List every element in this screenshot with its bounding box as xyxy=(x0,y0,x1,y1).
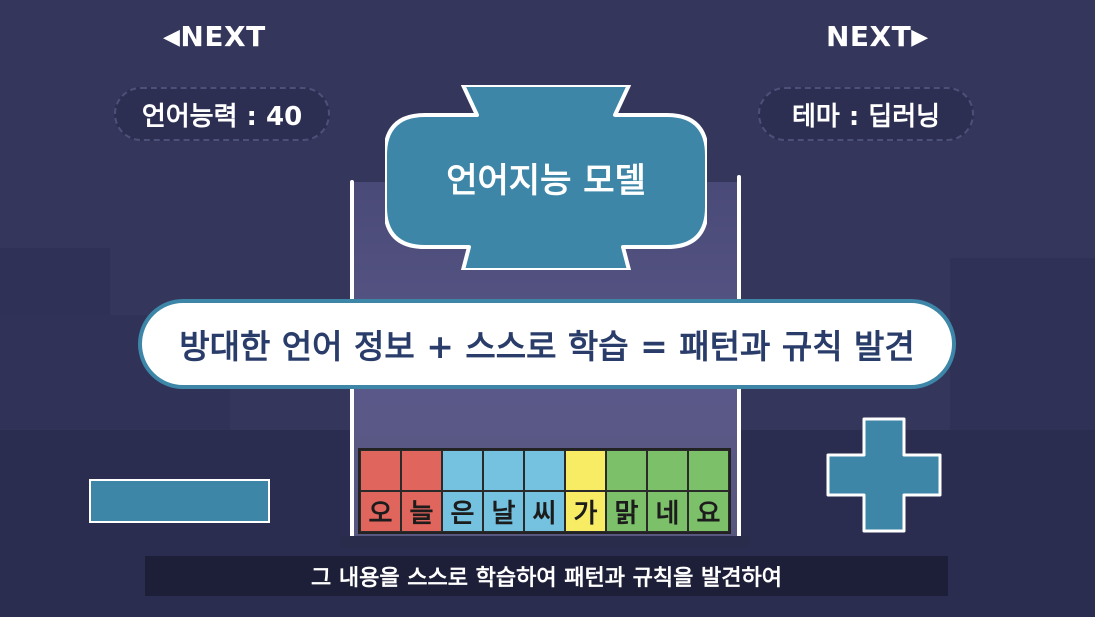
grid-color-cell xyxy=(688,450,729,491)
grid-color-cell xyxy=(606,450,647,491)
grid-letter-cell: 가 xyxy=(565,491,606,532)
theme-text: 테마 : 딥러닝 xyxy=(791,101,941,132)
grid-color-cell xyxy=(360,450,401,491)
language-ability-text: 언어능력 : 40 xyxy=(141,101,303,132)
grid-letter-cell: 오 xyxy=(360,491,401,532)
grid-color-cell xyxy=(647,450,688,491)
equation-text: 방대한 언어 정보 + 스스로 학습 = 패턴과 규칙 발견 xyxy=(179,327,915,366)
minus-piece xyxy=(89,479,270,523)
plus-shape xyxy=(826,417,942,533)
equation-banner: 방대한 언어 정보 + 스스로 학습 = 패턴과 규칙 발견 xyxy=(138,299,956,389)
prev-next-label: NEXT xyxy=(180,20,266,53)
prev-next-button[interactable]: ◀NEXT xyxy=(163,20,266,53)
grid-color-cell xyxy=(565,450,606,491)
subtitle-text: 그 내용을 스스로 학습하여 패턴과 규칙을 발견하여 xyxy=(311,566,782,591)
grid-color-cell xyxy=(442,450,483,491)
grid-color-cell xyxy=(483,450,524,491)
grid-letter-cell: 씨 xyxy=(524,491,565,532)
theme-badge: 테마 : 딥러닝 xyxy=(758,87,974,141)
next-button[interactable]: NEXT▶ xyxy=(826,20,929,53)
grid-letter-cell: 요 xyxy=(688,491,729,532)
language-ability-badge: 언어능력 : 40 xyxy=(114,87,330,141)
falling-piece-label: 언어지능 모델 xyxy=(446,161,646,201)
grid-letter-cell: 네 xyxy=(647,491,688,532)
grid-letter-cell: 은 xyxy=(442,491,483,532)
plus-piece xyxy=(826,417,942,533)
grid-letter-cell: 맑 xyxy=(606,491,647,532)
grid-color-cell xyxy=(401,450,442,491)
next-label: NEXT xyxy=(826,20,912,53)
grid-letter-cell: 날 xyxy=(483,491,524,532)
falling-piece-shape xyxy=(385,85,707,270)
right-triangle-icon: ▶ xyxy=(911,25,929,50)
left-triangle-icon: ◀ xyxy=(163,25,181,50)
well-floor xyxy=(340,536,750,548)
grid-letter-cell: 늘 xyxy=(401,491,442,532)
subtitle-bar: 그 내용을 스스로 학습하여 패턴과 규칙을 발견하여 xyxy=(145,556,948,596)
falling-model-piece: 언어지능 모델 xyxy=(385,85,707,270)
grid-color-cell xyxy=(524,450,565,491)
